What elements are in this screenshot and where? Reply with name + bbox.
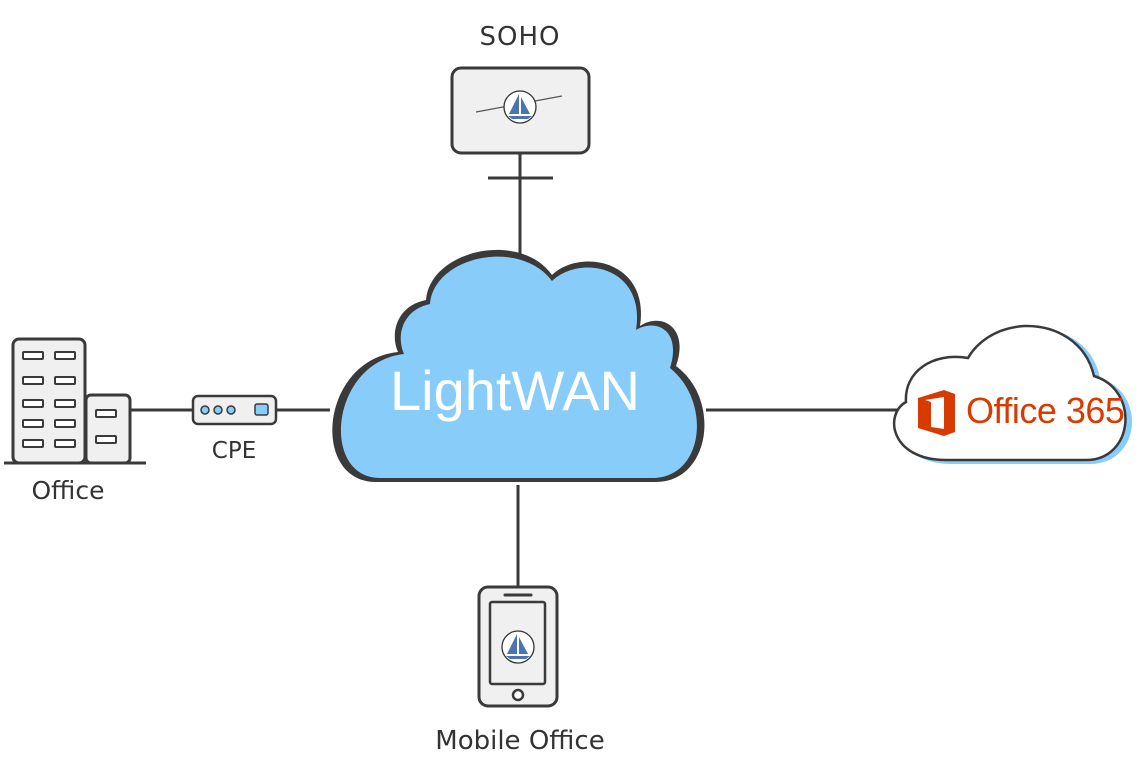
soho-label: SOHO (479, 22, 561, 52)
laptop-icon (450, 66, 591, 155)
office-logo-icon (918, 390, 955, 436)
lightwan-cloud-icon (332, 249, 705, 482)
office-label: Office (31, 476, 105, 505)
sailboat-logo-icon (508, 94, 532, 119)
lightwan-label: LightWAN (389, 359, 640, 422)
cpe-label: CPE (211, 438, 257, 464)
office-365-label: Office 365 (966, 390, 1125, 431)
office-365-cloud-icon (892, 324, 1133, 464)
cpe-router-icon (191, 394, 278, 426)
smartphone-icon (477, 585, 559, 708)
mobile-office-label: Mobile Office (435, 726, 605, 756)
sailboat-logo-icon (506, 634, 530, 659)
office-building-icon (4, 337, 146, 465)
